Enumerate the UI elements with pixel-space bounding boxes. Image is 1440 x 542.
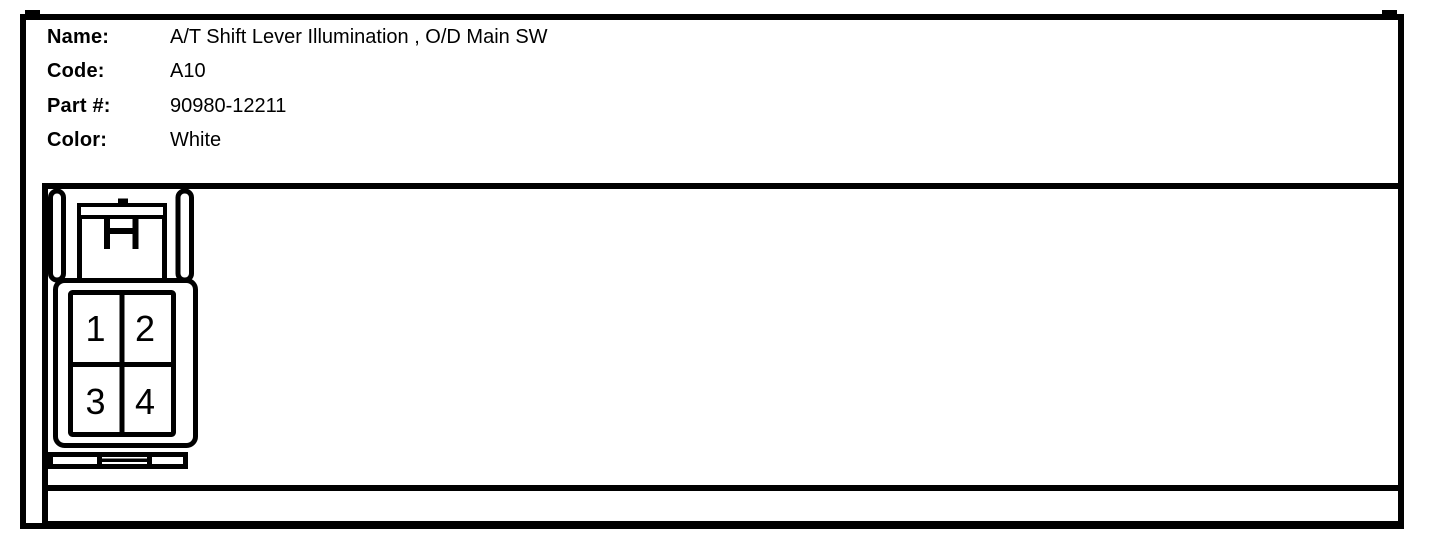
field-part-number: Part #: 90980-12211 <box>47 89 947 123</box>
diagram-panel <box>42 183 1404 527</box>
pin-2-label: 2 <box>135 308 155 349</box>
lock-bridge-icon <box>77 203 167 219</box>
latch-crossbar-icon <box>104 228 139 234</box>
lock-rail-left-icon <box>48 188 66 283</box>
color-label: Color: <box>47 128 108 151</box>
field-color: Color: White <box>47 123 947 157</box>
connector-diagram: 1 2 3 4 <box>48 188 198 469</box>
part-number-label: Part #: <box>47 94 111 117</box>
base-key-slot-icon <box>102 458 147 462</box>
bridge-leg-left-icon <box>77 217 82 281</box>
pin-3-label: 3 <box>85 381 105 422</box>
part-number-value: 90980-12211 <box>170 94 287 117</box>
base-divider-right-icon <box>147 453 152 468</box>
code-value: A10 <box>170 60 206 83</box>
color-value: White <box>170 128 222 151</box>
corner-tick-left <box>25 10 40 15</box>
lock-bump-icon <box>118 198 128 205</box>
header-fields: Name: A/T Shift Lever Illumination , O/D… <box>47 20 947 157</box>
name-value: A/T Shift Lever Illumination , O/D Main … <box>170 26 548 48</box>
base-divider-left-icon <box>97 453 102 468</box>
pin-4-label: 4 <box>135 381 155 422</box>
corner-tick-right <box>1382 10 1397 15</box>
diagram-divider-line <box>42 485 1404 491</box>
name-label: Name: <box>47 26 110 48</box>
lock-rail-right-icon <box>175 188 194 283</box>
pin-1-label: 1 <box>85 308 105 349</box>
field-name: Name: A/T Shift Lever Illumination , O/D… <box>47 20 947 54</box>
field-code: Code: A10 <box>47 54 947 88</box>
code-label: Code: <box>47 60 105 83</box>
bridge-leg-right-icon <box>162 217 167 281</box>
